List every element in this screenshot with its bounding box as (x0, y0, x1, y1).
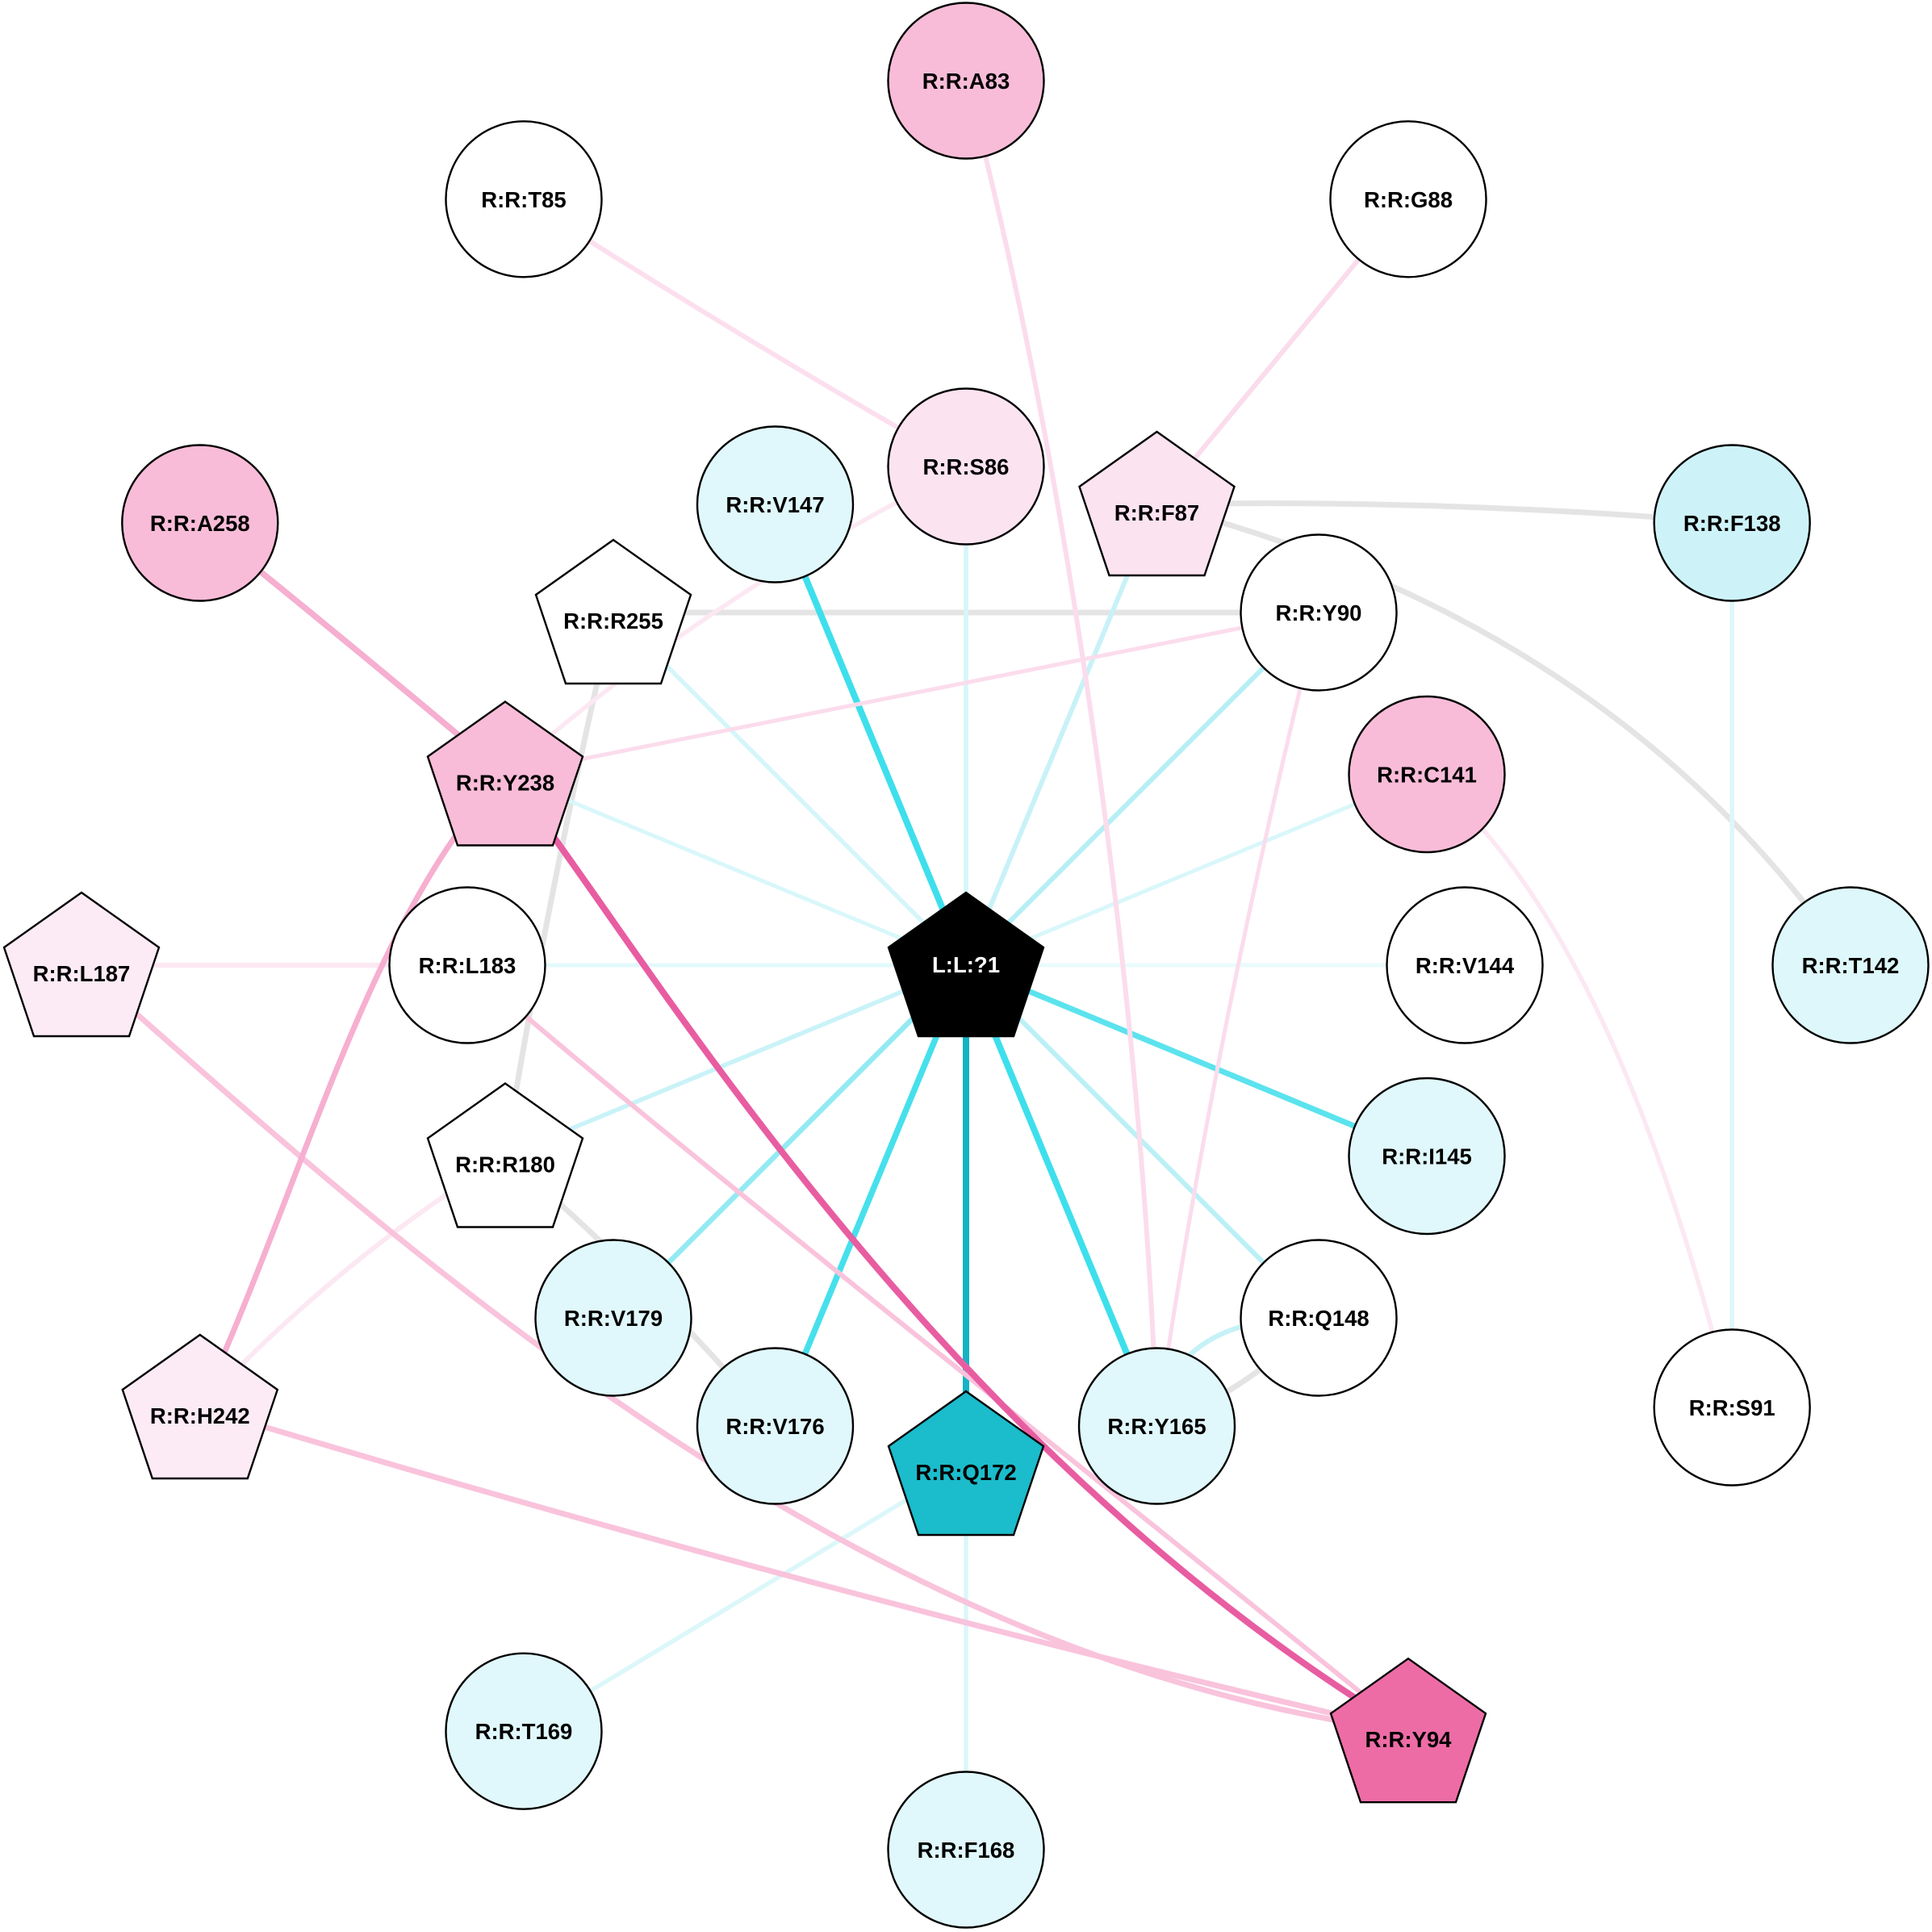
svg-text:R:R:V176: R:R:V176 (726, 1414, 824, 1439)
svg-text:R:R:V144: R:R:V144 (1416, 953, 1515, 978)
svg-text:R:R:Y94: R:R:Y94 (1365, 1727, 1453, 1752)
svg-text:R:R:S91: R:R:S91 (1689, 1395, 1775, 1420)
svg-text:R:R:R255: R:R:R255 (563, 608, 663, 634)
svg-text:R:R:H242: R:R:H242 (150, 1403, 250, 1428)
svg-text:L:L:?1: L:L:?1 (932, 952, 1000, 977)
svg-text:R:R:T85: R:R:T85 (481, 187, 566, 212)
svg-text:R:R:Q148: R:R:Q148 (1268, 1306, 1369, 1331)
svg-text:R:R:G88: R:R:G88 (1364, 187, 1453, 212)
svg-text:R:R:F168: R:R:F168 (918, 1838, 1015, 1863)
svg-text:R:R:V179: R:R:V179 (564, 1306, 663, 1331)
svg-text:R:R:L183: R:R:L183 (419, 953, 516, 978)
svg-text:R:R:R180: R:R:R180 (455, 1152, 555, 1177)
svg-text:R:R:F138: R:R:F138 (1683, 511, 1781, 536)
svg-text:R:R:C141: R:R:C141 (1377, 763, 1477, 788)
svg-text:R:R:I145: R:R:I145 (1382, 1144, 1472, 1169)
svg-text:R:R:Q172: R:R:Q172 (915, 1460, 1016, 1485)
svg-text:R:R:Y90: R:R:Y90 (1276, 600, 1362, 625)
svg-text:R:R:A258: R:R:A258 (150, 511, 250, 536)
svg-text:R:R:L187: R:R:L187 (33, 961, 131, 986)
svg-text:R:R:T169: R:R:T169 (475, 1719, 573, 1744)
svg-text:R:R:V147: R:R:V147 (726, 492, 824, 517)
svg-text:R:R:A83: R:R:A83 (922, 69, 1010, 94)
svg-text:R:R:F87: R:R:F87 (1114, 500, 1199, 525)
svg-text:R:R:Y165: R:R:Y165 (1107, 1414, 1206, 1439)
svg-text:R:R:Y238: R:R:Y238 (456, 771, 554, 796)
svg-text:R:R:S86: R:R:S86 (923, 454, 1010, 479)
svg-text:R:R:T142: R:R:T142 (1802, 953, 1900, 978)
